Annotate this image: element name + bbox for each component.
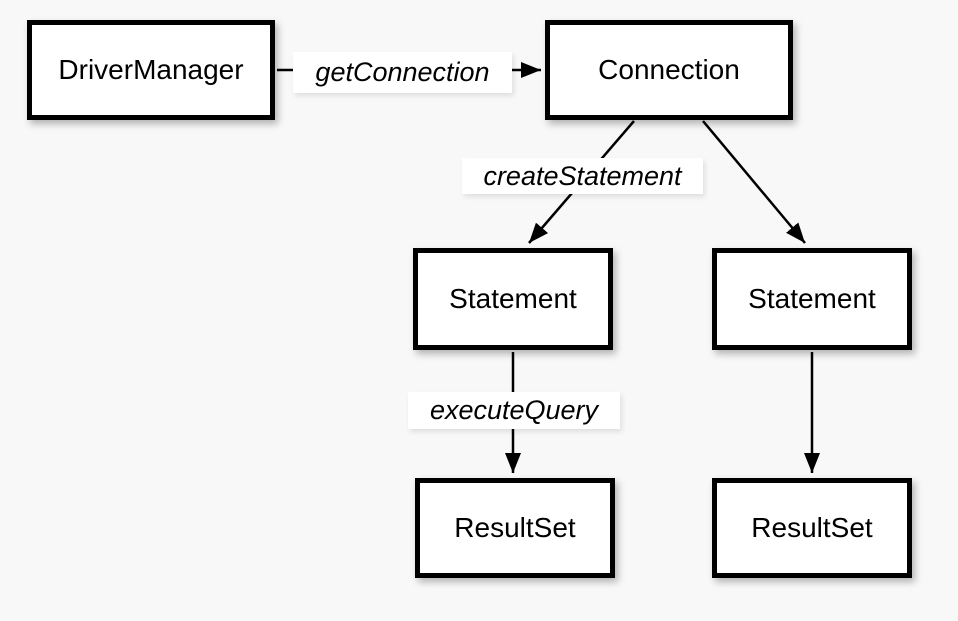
node-label: Statement bbox=[449, 283, 577, 314]
node-label: ResultSet bbox=[751, 512, 873, 543]
edge-label-text: executeQuery bbox=[429, 395, 599, 425]
node-label: DriverManager bbox=[58, 54, 244, 85]
edge-label-executequery: executeQuery bbox=[408, 392, 620, 429]
edge-label-createstatement: createStatement bbox=[462, 158, 703, 194]
node-resultset-left: ResultSet bbox=[415, 478, 615, 578]
edge-label-text: createStatement bbox=[483, 160, 682, 191]
node-statement-left: Statement bbox=[413, 248, 613, 350]
edge-label-getconnection: getConnection bbox=[293, 52, 512, 93]
node-label: Statement bbox=[748, 283, 876, 314]
edge-connection-to-statement-right bbox=[702, 120, 806, 244]
node-resultset-right: ResultSet bbox=[712, 478, 912, 578]
node-label: Connection bbox=[598, 54, 740, 85]
edge-label-text: getConnection bbox=[315, 57, 490, 87]
node-connection: Connection bbox=[545, 20, 793, 120]
node-drivermanager: DriverManager bbox=[27, 20, 275, 120]
node-statement-right: Statement bbox=[712, 248, 912, 350]
node-label: ResultSet bbox=[454, 512, 576, 543]
